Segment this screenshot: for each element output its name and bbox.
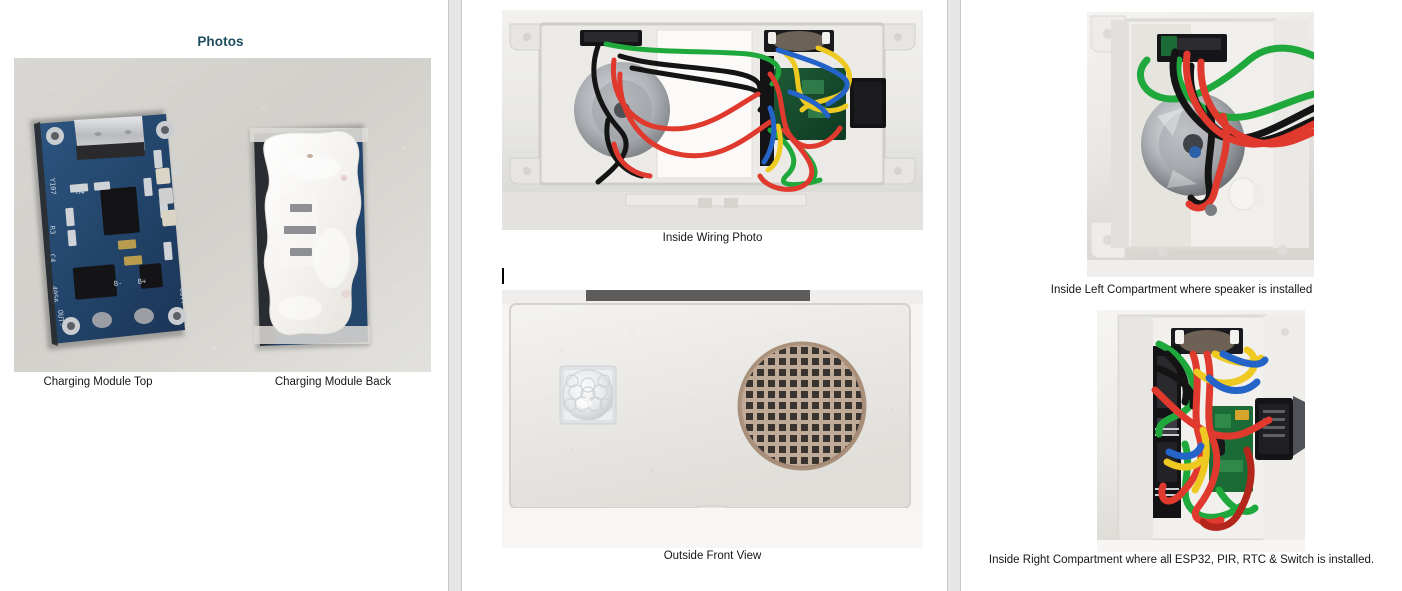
- figure-inside-left-compartment: [1087, 12, 1314, 277]
- svg-text:OUT+: OUT+: [178, 288, 187, 305]
- svg-text:4056: 4056: [50, 286, 59, 303]
- document-page-2[interactable]: Inside Wiring Photo: [462, 0, 947, 591]
- svg-text:R4: R4: [76, 188, 84, 196]
- figure-inside-right-compartment: [1097, 310, 1305, 552]
- figure-caption-inside-wiring-photo: Inside Wiring Photo: [662, 232, 763, 244]
- svg-text:B-: B-: [113, 279, 122, 288]
- svg-text:+IN: +IN: [170, 162, 179, 175]
- figure-caption-inside-right-compartment: Inside Right Compartment where all ESP32…: [988, 554, 1375, 566]
- svg-text:R3: R3: [48, 226, 57, 235]
- svg-text:OUT-: OUT-: [56, 310, 65, 327]
- document-page-3[interactable]: Inside Left Compartment where speaker is…: [961, 0, 1402, 591]
- page-gutter-2: [947, 0, 961, 591]
- figure-caption-outside-front-view: Outside Front View: [663, 550, 762, 562]
- page-title: Photos: [197, 34, 244, 49]
- page-gutter-1: [448, 0, 462, 591]
- figure-caption-inside-left-compartment: Inside Left Compartment where speaker is…: [1050, 284, 1313, 296]
- svg-text:C4: C4: [48, 254, 57, 263]
- figure-outside-front-view: [502, 290, 923, 548]
- svg-text:B+: B+: [137, 277, 146, 286]
- figure-caption-charging-module-back: Charging Module Back: [274, 376, 392, 388]
- svg-text:Y107: Y107: [48, 178, 57, 195]
- figure-caption-charging-module-top: Charging Module Top: [43, 376, 153, 388]
- text-cursor-caret: [502, 268, 504, 284]
- figure-inside-wiring-photo: [502, 10, 923, 230]
- figure-charging-modules-photo: Y107 R3 C4 4056 OUT- OUT+ R4 B- B+ +IN: [14, 58, 431, 372]
- document-page-1[interactable]: Photos: [0, 0, 448, 591]
